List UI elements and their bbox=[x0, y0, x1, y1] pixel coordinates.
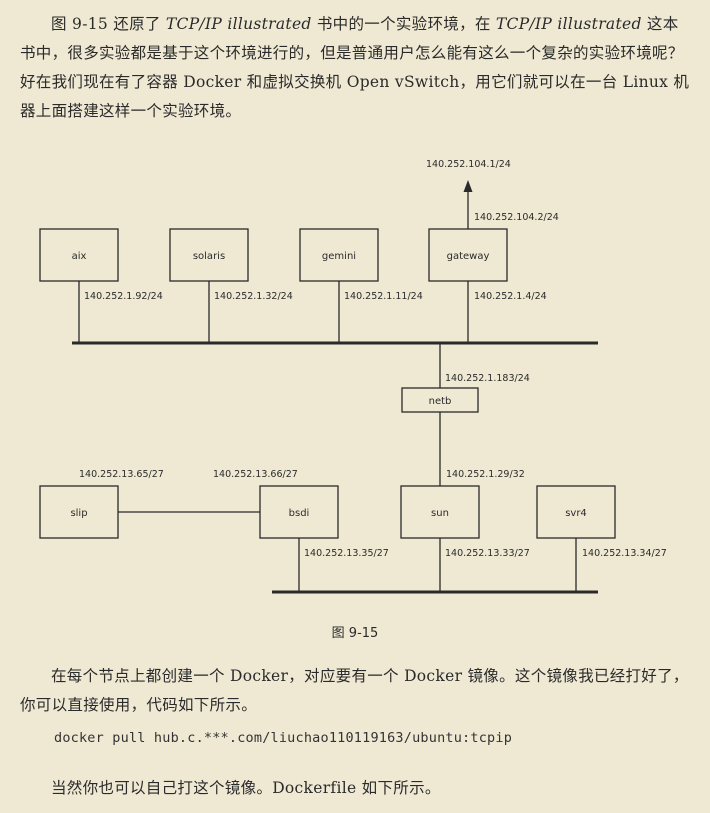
ip-label-solaris: 140.252.1.32/24 bbox=[214, 291, 293, 302]
docker-paragraph-text: 在每个节点上都创建一个 Docker，对应要有一个 Docker 镜像。这个镜像… bbox=[20, 667, 689, 714]
figure-caption: 图 9-15 bbox=[331, 626, 379, 641]
ip-label-external: 140.252.104.1/24 bbox=[426, 159, 511, 170]
node-label-slip: slip bbox=[70, 508, 87, 519]
dockerfile-paragraph: 当然你也可以自己打这个镜像。Dockerfile 如下所示。 bbox=[20, 774, 690, 803]
intro-text-2: 书中的一个实验环境，在 bbox=[311, 15, 496, 33]
dockerfile-paragraph-text: 当然你也可以自己打这个镜像。Dockerfile 如下所示。 bbox=[51, 779, 441, 797]
intro-text-rest: 多实验都是基于这个环境进行的，但是普通用户怎么能有这么一个复杂的实验环境呢？好在… bbox=[20, 44, 690, 120]
ip-label-bsdi-slip: 140.252.13.66/27 bbox=[213, 469, 298, 480]
node-label-netb: netb bbox=[429, 396, 452, 407]
ip-label-aix: 140.252.1.92/24 bbox=[84, 291, 163, 302]
node-label-gemini: gemini bbox=[322, 251, 356, 262]
node-label-gateway: gateway bbox=[447, 251, 490, 262]
network-diagram: aix solaris gemini gateway netb slip bsd… bbox=[39, 159, 667, 594]
arrow-up-icon bbox=[463, 180, 473, 192]
intro-text-1: 图 9-15 还原了 bbox=[51, 15, 166, 33]
book-title-1: TCP/IP illustrated bbox=[165, 15, 312, 33]
node-label-sun: sun bbox=[431, 508, 449, 519]
ip-label-svr4: 140.252.13.34/27 bbox=[582, 548, 667, 559]
node-label-svr4: svr4 bbox=[565, 508, 587, 519]
book-title-2: TCP/IP illustrated bbox=[495, 15, 642, 33]
ip-label-sun: 140.252.13.33/27 bbox=[445, 548, 530, 559]
ip-label-sun-ptp: 140.252.1.29/32 bbox=[446, 469, 525, 480]
ip-label-gemini: 140.252.1.11/24 bbox=[344, 291, 423, 302]
docker-paragraph: 在每个节点上都创建一个 Docker，对应要有一个 Docker 镜像。这个镜像… bbox=[20, 662, 690, 720]
ip-label-gateway-ext: 140.252.104.2/24 bbox=[474, 212, 559, 223]
ip-label-netb: 140.252.1.183/24 bbox=[445, 373, 530, 384]
ip-label-gateway: 140.252.1.4/24 bbox=[474, 291, 547, 302]
node-label-solaris: solaris bbox=[193, 251, 225, 262]
ip-label-bsdi: 140.252.13.35/27 bbox=[304, 548, 389, 559]
ip-label-slip: 140.252.13.65/27 bbox=[79, 469, 164, 480]
intro-paragraph: 图 9-15 还原了 TCP/IP illustrated 书中的一个实验环境，… bbox=[20, 10, 690, 126]
code-line: docker pull hub.c.***.com/liuchao1101191… bbox=[54, 730, 513, 746]
node-label-bsdi: bsdi bbox=[289, 508, 310, 519]
node-label-aix: aix bbox=[72, 251, 87, 262]
intro-text-3: 这本书中，很 bbox=[20, 15, 679, 62]
